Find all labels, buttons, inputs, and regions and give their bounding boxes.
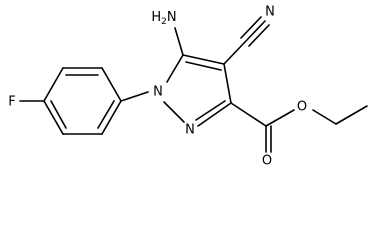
bond-ring-f-inner — [50, 100, 67, 129]
bond-carbonyl-ester-o — [265, 109, 295, 127]
bond-c4-cn — [223, 41, 246, 65]
nitrile-group — [223, 16, 270, 65]
bond-c5-c4 — [182, 54, 225, 65]
bond-c3-carbonyl — [230, 102, 267, 127]
carbonyl-o-label: O — [262, 154, 272, 169]
bond-c4-c3 — [223, 63, 232, 104]
pyrazole-ring — [163, 54, 232, 127]
ring-n2-label: N — [185, 123, 195, 138]
amino-label: H2N — [151, 10, 176, 27]
bond-ring-f — [43, 100, 64, 135]
bond-ring-d — [101, 100, 122, 135]
bond-triple-a — [244, 20, 266, 43]
nitrile-n-label: N — [265, 5, 275, 20]
bond-ring-a — [43, 67, 64, 102]
ester-o-label: O — [297, 100, 307, 115]
bond-ch2-ch3 — [335, 105, 368, 125]
molecule-structure: H2N N F N N O O — [8, 5, 368, 169]
structure-canvas: H2N N F N N O O — [8, 5, 368, 169]
ring-n1-label: N — [153, 85, 163, 100]
bond-ester-o-ch2 — [312, 109, 337, 125]
bond-triple-c — [248, 24, 270, 47]
bond-ring-d-inner — [97, 100, 115, 129]
bond-n1-c5 — [166, 54, 184, 83]
bond-c3-n2-inner — [195, 100, 226, 121]
bond-triple-b — [240, 16, 262, 39]
fluorine-label: F — [8, 95, 15, 110]
bond-c3-n2 — [197, 102, 232, 127]
bond-n2-n1 — [163, 101, 185, 123]
bond-c5-amino — [174, 27, 184, 56]
bond-aryl-n1 — [120, 91, 149, 102]
bond-ring-c — [101, 67, 122, 102]
ester-group — [230, 102, 368, 153]
bond-c5-c4-inner — [185, 61, 222, 71]
fluorophenyl-ring — [19, 67, 122, 135]
